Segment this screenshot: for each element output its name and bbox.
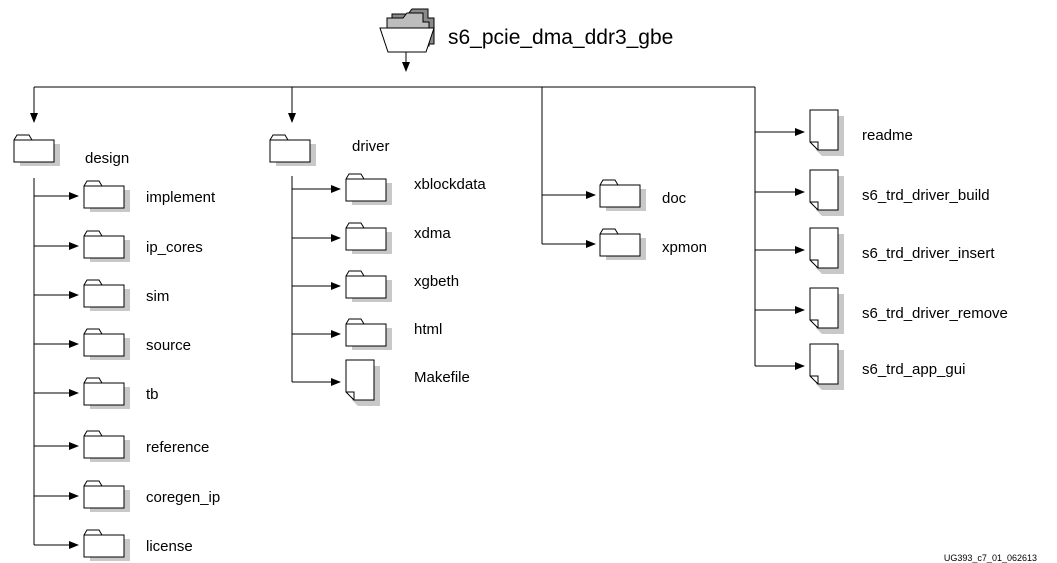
- tree-node: xblockdata: [292, 173, 486, 205]
- node-label: reference: [146, 439, 209, 456]
- tree-node: s6_trd_driver_remove: [755, 287, 1008, 334]
- tree-node: xpmon: [542, 228, 707, 260]
- tree-node: coregen_ip: [34, 480, 220, 512]
- folder-icon: [83, 180, 130, 212]
- node-label: implement: [146, 189, 216, 206]
- folder-icon: [83, 430, 130, 462]
- node-label: coregen_ip: [146, 489, 220, 506]
- tree-node: sim: [34, 279, 169, 311]
- node-label: xpmon: [662, 239, 707, 256]
- folder-icon: [345, 318, 392, 350]
- root-label: s6_pcie_dma_ddr3_gbe: [448, 26, 673, 49]
- node-label: Makefile: [414, 369, 470, 386]
- file-icon: [809, 109, 844, 156]
- tree-node: ip_cores: [34, 230, 203, 262]
- file-icon: [809, 343, 844, 390]
- folder-icon: [83, 328, 130, 360]
- node-label: s6_trd_app_gui: [862, 361, 965, 378]
- node-label: html: [414, 321, 442, 338]
- tree-node: license: [34, 529, 193, 561]
- tree-node: Makefile: [292, 359, 470, 406]
- figure-id: UG393_c7_01_062613: [944, 553, 1037, 563]
- folder-icon: [83, 279, 130, 311]
- tree-node: readme: [755, 109, 913, 156]
- node-label: tb: [146, 386, 159, 403]
- node-label: xgbeth: [414, 273, 459, 290]
- folder-icon: [599, 228, 646, 260]
- tree-node: xdma: [292, 222, 451, 254]
- tree-node: xgbeth: [292, 270, 459, 302]
- folder-icon: [599, 179, 646, 211]
- folder-icon: [345, 270, 392, 302]
- node-label: sim: [146, 288, 169, 305]
- design-column: design: [13, 134, 129, 545]
- node-label: s6_trd_driver_insert: [862, 245, 995, 262]
- tree-node: tb: [34, 377, 159, 409]
- folder-icon: [83, 529, 130, 561]
- node-label: ip_cores: [146, 239, 203, 256]
- node-label: license: [146, 538, 193, 555]
- folder-icon: [83, 480, 130, 512]
- tree-node: s6_trd_driver_build: [755, 169, 990, 216]
- node-label: source: [146, 337, 191, 354]
- node-label: readme: [862, 127, 913, 144]
- folder-icon: [83, 377, 130, 409]
- folder-icon: [13, 134, 60, 166]
- tree-node: html: [292, 318, 442, 350]
- open-folder-icon: [379, 8, 435, 53]
- tree-node: s6_trd_driver_insert: [755, 227, 995, 274]
- tree-node: implement: [34, 180, 216, 212]
- folder-icon: [83, 230, 130, 262]
- tree-node: s6_trd_app_gui: [755, 343, 965, 390]
- node-label: s6_trd_driver_build: [862, 187, 990, 204]
- node-label: s6_trd_driver_remove: [862, 305, 1008, 322]
- driver-label: driver: [352, 138, 390, 155]
- tree-node: source: [34, 328, 191, 360]
- design-label: design: [85, 150, 129, 167]
- node-label: xblockdata: [414, 176, 486, 193]
- node-label: doc: [662, 190, 687, 207]
- node-label: xdma: [414, 225, 451, 242]
- file-icon: [809, 169, 844, 216]
- folder-icon: [269, 134, 316, 166]
- root-connectors: [30, 52, 756, 366]
- file-icon: [809, 227, 844, 274]
- file-icon: [809, 287, 844, 334]
- tree-node: doc: [542, 179, 687, 211]
- driver-column: driver: [269, 134, 390, 382]
- root-node: s6_pcie_dma_ddr3_gbe: [379, 8, 673, 53]
- folder-icon: [345, 173, 392, 205]
- folder-icon: [345, 222, 392, 254]
- file-icon: [345, 359, 380, 406]
- tree-node: reference: [34, 430, 209, 462]
